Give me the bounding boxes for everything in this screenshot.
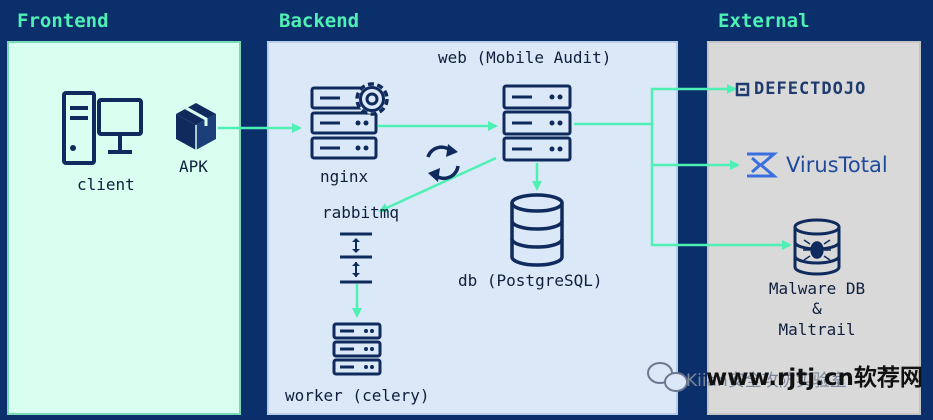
computer-icon <box>62 91 143 165</box>
worker-server-dots <box>364 329 374 369</box>
rabbitmq-label: rabbitmq <box>322 203 400 222</box>
client-label: client <box>77 175 135 194</box>
arrow-web-to-rabbitmq <box>378 156 497 213</box>
malware-db-label-line3: Maltrail <box>778 320 856 339</box>
malware-db-label-line2: & <box>812 299 822 318</box>
nginx-server-icon <box>310 86 378 160</box>
external-section-title: External <box>718 10 810 32</box>
arrow-web-to-virustotal <box>650 124 740 170</box>
backend-section-title: Backend <box>279 10 360 32</box>
database-icon <box>510 193 564 267</box>
defectdojo-logo-icon <box>735 82 750 97</box>
frontend-panel <box>7 41 241 415</box>
package-icon <box>176 103 216 150</box>
watermark-site: www.rjtj.cn软荐网 <box>706 365 923 391</box>
web-server-icon <box>502 84 572 162</box>
wechat-icon <box>647 362 688 392</box>
queue-arrowheads <box>352 238 360 277</box>
apk-label: APK <box>179 157 208 176</box>
arrow-web-to-malwaredb <box>650 165 792 250</box>
defectdojo-logo-text: DEFECTDOJO <box>754 79 867 99</box>
external-panel <box>707 41 921 415</box>
db-label: db (PostgreSQL) <box>458 271 603 290</box>
malware-db-label-line1: Malware DB <box>768 279 866 298</box>
virustotal-logo-icon <box>747 152 779 178</box>
gear-icon <box>355 82 389 116</box>
watermark-account: Kiian安全攻防实验室 <box>686 371 847 391</box>
worker-server-icon <box>332 322 382 376</box>
connectors <box>218 84 792 318</box>
worker-label: worker (celery) <box>285 386 430 405</box>
arrow-web-to-defectdojo <box>574 84 737 126</box>
nginx-server-dots <box>355 120 369 151</box>
virustotal-logo-text: VirusTotal <box>786 153 888 177</box>
nginx-label: nginx <box>320 167 369 186</box>
web-label: web (Mobile Audit) <box>438 48 612 67</box>
web-server-dots <box>549 94 563 152</box>
frontend-section-title: Frontend <box>17 10 109 32</box>
bug-icon <box>803 239 831 261</box>
